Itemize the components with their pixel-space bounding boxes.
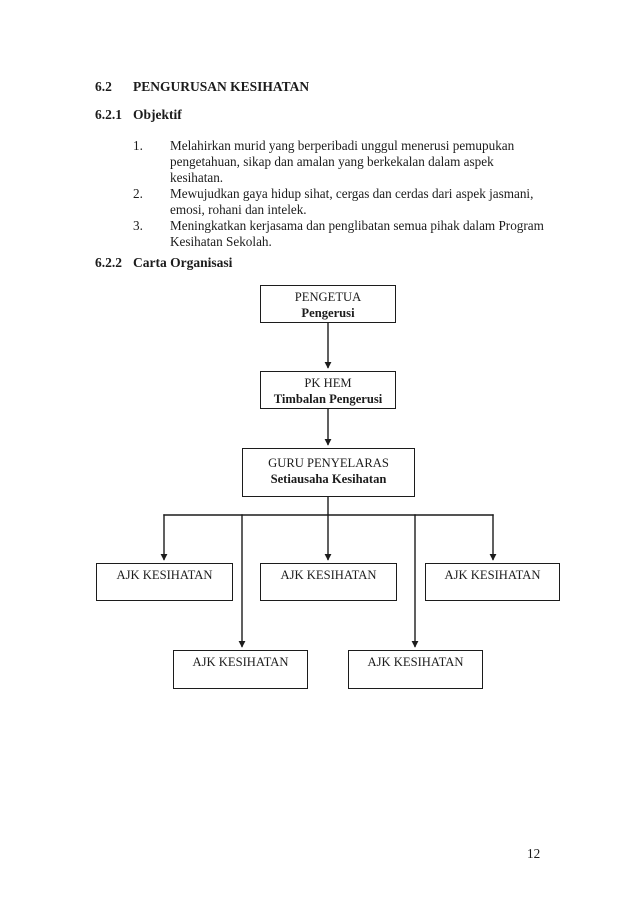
org-node-pk-hem: PK HEM Timbalan Pengerusi	[260, 371, 396, 409]
objektif-number: 6.2.1	[95, 107, 122, 122]
org-node-pengetua: PENGETUA Pengerusi	[260, 285, 396, 323]
org-node-ajk-kesihatan-4: AJK KESIHATAN	[173, 650, 308, 689]
page-number: 12	[527, 846, 541, 861]
objektif-title: Objektif	[133, 107, 182, 122]
carta-number: 6.2.2	[95, 255, 122, 270]
list-item-number: 3.	[133, 218, 143, 233]
list-item-number: 1.	[133, 138, 143, 153]
list-item-text: Mewujudkan gaya hidup sihat, cergas dan …	[170, 186, 534, 217]
org-node-ajk-kesihatan-2: AJK KESIHATAN	[260, 563, 397, 601]
list-item-text: Meningkatkan kerjasama dan penglibatan s…	[170, 218, 544, 249]
list-item-number: 2.	[133, 186, 143, 201]
list-item-text: Melahirkan murid yang berperibadi unggul…	[170, 138, 515, 185]
org-node-ajk-kesihatan-1: AJK KESIHATAN	[96, 563, 233, 601]
carta-title: Carta Organisasi	[133, 255, 233, 270]
section-title: PENGURUSAN KESIHATAN	[133, 79, 310, 94]
org-node-ajk-kesihatan-3: AJK KESIHATAN	[425, 563, 560, 601]
section-number: 6.2	[95, 79, 112, 94]
org-node-ajk-kesihatan-5: AJK KESIHATAN	[348, 650, 483, 689]
org-node-guru-penyelaras: GURU PENYELARAS Setiausaha Kesihatan	[242, 448, 415, 497]
